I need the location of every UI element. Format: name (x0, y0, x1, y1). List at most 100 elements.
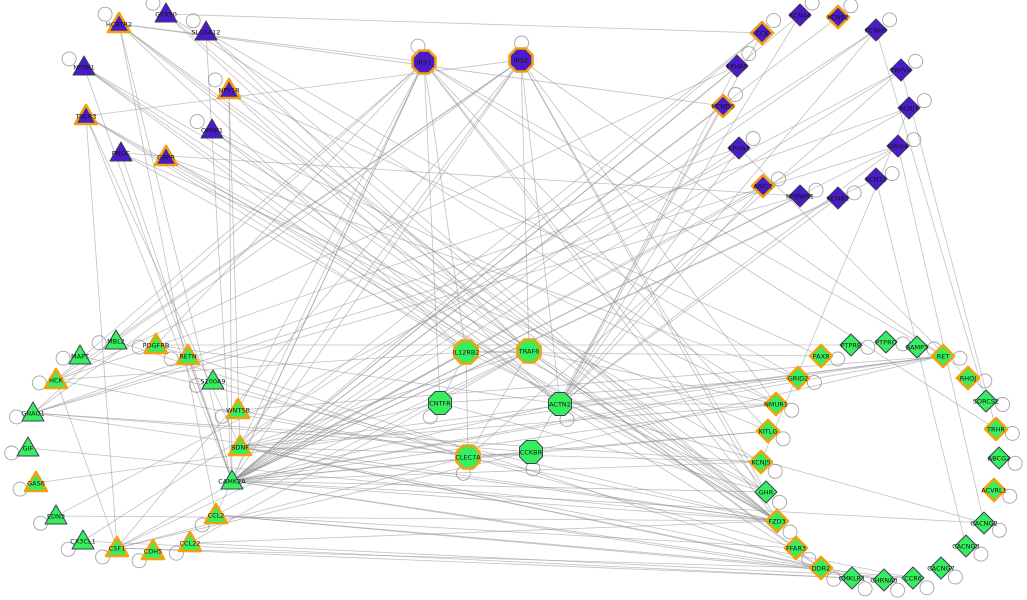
node-KCNS2[interactable] (825, 4, 851, 30)
self-loop-GIF (4, 445, 20, 461)
node-CAMK2A[interactable] (220, 469, 244, 490)
node-GRIA4[interactable] (886, 134, 910, 158)
node-CACNG2[interactable] (972, 511, 996, 535)
node-CNTFR[interactable] (428, 391, 452, 415)
node-TRPV4[interactable] (889, 58, 913, 82)
node-KCNA4[interactable] (788, 3, 812, 27)
node-NPBWR1[interactable] (788, 184, 812, 208)
node-WNT5B[interactable] (225, 397, 251, 420)
node-CLEC7A[interactable] (455, 444, 481, 470)
node-PTPRO[interactable] (874, 330, 898, 354)
node-SORCS2[interactable] (974, 389, 998, 413)
node-RAMP3[interactable] (905, 335, 929, 359)
node-BDNF[interactable] (227, 434, 253, 457)
edge-IRS1-TRHR (423, 61, 997, 430)
self-loop-CDH5 (131, 553, 147, 569)
node-label-CCK: CCK (755, 30, 769, 38)
node-TRHR[interactable] (983, 416, 1009, 442)
node-RET[interactable] (930, 343, 956, 369)
node-GRID2[interactable] (785, 365, 811, 391)
node-KCNJ3[interactable] (897, 96, 921, 120)
node-MBL2[interactable] (104, 329, 128, 350)
node-KCNB1[interactable] (826, 186, 850, 210)
node-NPSR1[interactable] (72, 55, 96, 76)
node-DDR2[interactable] (808, 555, 834, 581)
node-RHOJ[interactable] (955, 365, 981, 391)
node-IRS2[interactable] (508, 47, 534, 73)
node-KCNT2[interactable] (864, 167, 888, 191)
node-label-IRS2: IRS2 (514, 57, 529, 65)
edge-EPHA7-HCK (55, 147, 740, 381)
node-PNOC[interactable] (109, 141, 133, 162)
node-label-IL12RB2: IL12RB2 (453, 349, 480, 357)
node-SLC6A12[interactable] (194, 20, 218, 41)
node-KCND3[interactable] (710, 93, 736, 119)
node-CMKLR1[interactable] (840, 566, 864, 590)
node-EDN3[interactable] (44, 504, 68, 525)
node-FZD3[interactable] (764, 508, 790, 534)
node-label-GHR: GHR (759, 489, 774, 497)
node-CSF1[interactable] (104, 535, 130, 558)
node-GAS6[interactable] (23, 470, 49, 493)
node-CCL22[interactable] (177, 530, 203, 553)
node-PAX8[interactable] (808, 343, 834, 369)
node-PTPRB[interactable] (839, 333, 863, 357)
node-CCK[interactable] (749, 20, 775, 46)
self-loop-GRID2 (806, 375, 822, 390)
self-loop-RET (952, 350, 968, 366)
node-GPR50[interactable] (154, 2, 178, 23)
node-NMUR1[interactable] (763, 391, 789, 417)
node-label-KCNJ5: KCNJ5 (751, 459, 770, 467)
node-CDH5[interactable] (140, 538, 166, 561)
node-GIF[interactable] (16, 436, 40, 457)
node-OPRK1[interactable] (200, 118, 224, 139)
node-ABCG2[interactable] (987, 446, 1011, 470)
node-ACVRL1[interactable] (981, 477, 1007, 503)
edge-HCRTR2-IRS1 (118, 23, 425, 63)
node-HCRTR2[interactable] (106, 11, 132, 34)
node-RETN[interactable] (175, 343, 201, 366)
self-loop-PTPRB (860, 339, 876, 355)
node-ASIC2[interactable] (750, 173, 776, 199)
node-CHRNA3[interactable] (872, 568, 896, 592)
node-EPHA5[interactable] (725, 54, 749, 78)
node-label-KCNA4: KCNA4 (789, 12, 811, 20)
self-loop-CCR6 (919, 580, 935, 596)
edge-NPSR1-IL12RB2 (83, 66, 467, 353)
node-CX3CL1[interactable] (71, 529, 95, 550)
edge-HCRTR2-CCL2 (118, 23, 217, 516)
self-loop-SLC6A12 (185, 13, 201, 29)
node-CACNG3[interactable] (954, 534, 978, 558)
node-CCL2[interactable] (203, 502, 229, 525)
edge-TACR3-IRS2 (85, 59, 522, 117)
node-PDGFRB[interactable] (143, 332, 169, 355)
node-HCK[interactable] (43, 367, 69, 390)
node-CACNG7[interactable] (929, 556, 953, 580)
node-KITLG[interactable] (755, 418, 781, 444)
node-KCNH5[interactable] (864, 18, 888, 42)
node-ACTN2[interactable] (548, 392, 572, 416)
node-IL12RB2[interactable] (453, 339, 479, 365)
edge-KCNH5-CX3CL1 (82, 29, 877, 542)
edge-HCRTR2-CAMK2A (118, 23, 233, 482)
node-TACR3[interactable] (73, 103, 99, 126)
node-S100A9[interactable] (201, 369, 225, 390)
node-label-CCL2: CCL2 (208, 512, 225, 520)
node-GHR[interactable] (754, 480, 778, 504)
node-FFAR3[interactable] (783, 535, 809, 561)
edge-NPBWR1-CAMK2A (231, 195, 801, 482)
node-GNAO1[interactable] (21, 401, 45, 422)
node-CCR6[interactable] (901, 566, 925, 590)
node-MAPT[interactable] (68, 344, 92, 365)
edge-CAMK2A-FZD3 (231, 480, 778, 522)
node-TRAF6[interactable] (516, 338, 542, 364)
node-EPHA7[interactable] (727, 136, 751, 160)
edge-CX3CL1-CMKLR1 (82, 540, 853, 579)
node-KCNJ5[interactable] (748, 449, 774, 475)
self-loop-ASIC2 (771, 171, 786, 187)
node-CCKBR[interactable] (519, 440, 543, 464)
node-GRPR[interactable] (153, 144, 179, 167)
node-NPY5R[interactable] (216, 77, 242, 100)
node-IRS1[interactable] (411, 49, 437, 75)
